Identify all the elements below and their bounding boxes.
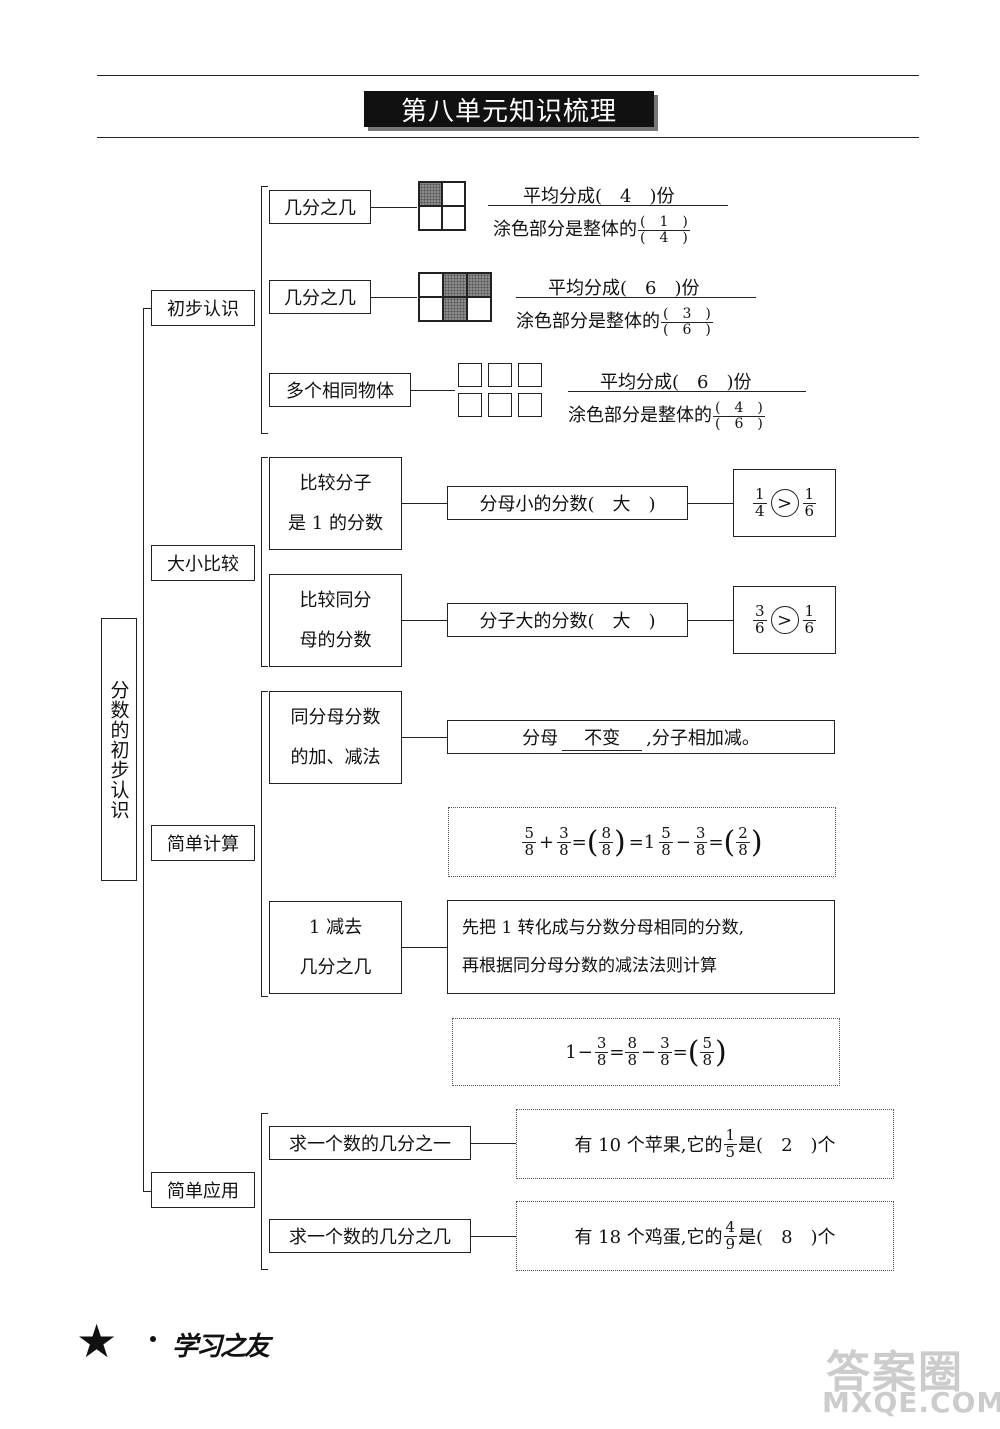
s1-r3-equal-parts: 平均分成( 6 )份 [600,372,752,393]
connector [402,947,447,948]
connector [471,1236,516,1237]
section2-brace [261,457,268,667]
connector [688,620,733,621]
footer-brand: 学习之友 [172,1332,270,1362]
s1-node-3: 多个相同物体 [269,373,411,407]
s3-rule-2: 先把 1 转化成与分数分母相同的分数, 再根据同分母分数的减法法则计算 [447,900,835,994]
section-size-comparison: 大小比较 [151,545,255,581]
greater-than-circle: > [770,606,799,634]
section1-brace [261,186,268,434]
s1-node-2: 几分之几 [269,280,371,314]
s1-r1-equal-parts: 平均分成( 4 )份 [523,186,675,207]
footer-dot [150,1336,156,1342]
s2-node-2: 比较同分 母的分数 [269,574,402,667]
connector [402,503,447,504]
s3-node-2: 1 减去 几分之几 [269,901,402,994]
s1-node-1: 几分之几 [269,190,371,224]
page-title: 第八单元知识梳理 [364,91,654,127]
s4-node-1: 求一个数的几分之一 [269,1126,471,1160]
s1-r2-shaded-text: 涂色部分是整体的( 3 )( 6 ) [516,306,713,338]
connector [688,503,733,504]
connector [411,390,455,391]
top-rule [97,75,919,76]
greater-than-circle: > [770,489,799,517]
section-initial-understanding: 初步认识 [151,290,255,326]
watermark-url: MXQE.COM [822,1386,1000,1419]
connector [371,297,417,298]
connector [371,207,417,208]
connector [402,737,447,738]
s2-rule-2: 分子大的分数( 大 ) [447,603,688,637]
connector [402,620,447,621]
s2-node-1: 比较分子 是 1 的分数 [269,457,402,550]
section4-brace [261,1113,268,1270]
watermark-logo: 答案圈 [826,1347,964,1398]
s4-node-2: 求一个数的几分之几 [269,1219,471,1253]
section3-brace [261,691,268,997]
square-quarter-figure [418,181,466,231]
root-label: 分数的初步认识 [107,679,130,820]
connector [471,1143,516,1144]
rectangle-sixths-figure [418,272,492,322]
underline [488,205,728,206]
bottom-rule [97,137,919,138]
underline [516,297,756,298]
section-simple-calculation: 简单计算 [151,825,255,861]
s3-rule-answer: 不变 [562,724,643,751]
s1-r1-shaded-text: 涂色部分是整体的( 1 )( 4 ) [493,214,690,246]
s3-node-1: 同分母分数 的加、减法 [269,691,402,784]
main-brace [143,308,152,1192]
root-node: 分数的初步认识 [101,618,137,881]
section-simple-application: 简单应用 [151,1172,255,1208]
s3-rule-1: 分母 不变 ,分子相加减。 [447,720,835,754]
s1-r3-shaded-text: 涂色部分是整体的( 4 )( 6 ) [568,400,765,432]
underline [568,391,806,392]
s2-rule-1: 分母小的分数( 大 ) [447,486,688,520]
s1-r2-equal-parts: 平均分成( 6 )份 [548,278,700,299]
star-icon: ★ [76,1314,118,1368]
